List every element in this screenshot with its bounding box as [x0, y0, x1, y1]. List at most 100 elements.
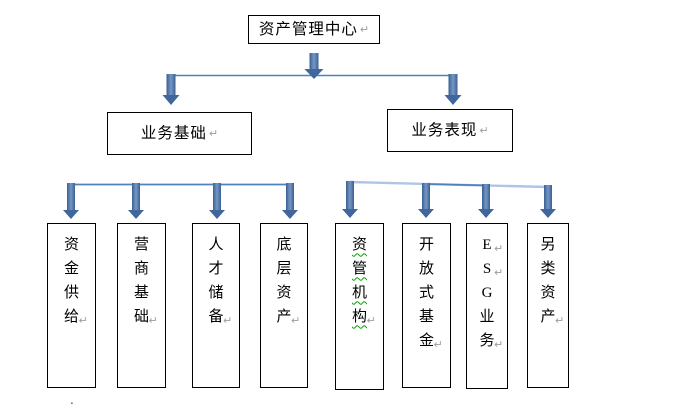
vertical-char: 产 — [540, 308, 556, 325]
vertical-text-row: 营 — [118, 233, 165, 257]
vertical-text-row: 开 — [403, 233, 450, 257]
down-arrow-connector[interactable] — [478, 184, 494, 218]
vertical-char: 金 — [63, 260, 79, 277]
root-box-asset-management-center[interactable]: 资产管理中心↵ — [248, 15, 380, 44]
vertical-char: 层 — [276, 260, 292, 277]
paragraph-mark-icon: ↵ — [78, 314, 88, 327]
vertical-char: 金 — [418, 332, 434, 349]
vertical-text-row: 式 — [403, 281, 450, 305]
vertical-char: 开 — [418, 236, 434, 253]
vertical-text-row: 础↵ — [118, 305, 165, 329]
level3-box-talent-reserve[interactable]: 人才储备↵ — [192, 223, 240, 388]
down-arrow-connector[interactable] — [128, 183, 144, 219]
vertical-char: E — [482, 236, 492, 253]
paragraph-mark-icon: ↵ — [494, 338, 504, 351]
down-arrow-connector[interactable] — [162, 74, 180, 105]
stray-period-mark: . — [70, 393, 74, 407]
vertical-text-row: 类 — [528, 257, 568, 281]
vertical-char: S — [482, 260, 492, 277]
vertical-char: 构 — [351, 308, 367, 325]
vertical-char: 管 — [351, 260, 367, 277]
level3-box-business-environment-foundation[interactable]: 营商基础↵ — [117, 223, 166, 388]
vertical-text-row: 机 — [336, 281, 383, 305]
paragraph-mark-icon: ↵ — [291, 314, 301, 327]
vertical-text-row: 产↵ — [261, 305, 307, 329]
vertical-text-row: 人 — [193, 233, 239, 257]
paragraph-mark-icon: ↵ — [359, 23, 370, 36]
vertical-text-row: E↵ — [467, 233, 507, 257]
vertical-char: 营 — [133, 236, 149, 253]
vertical-char: 给 — [63, 308, 79, 325]
vertical-char: 基 — [133, 284, 149, 301]
vertical-char: 资 — [540, 284, 556, 301]
vertical-text-row: 基 — [118, 281, 165, 305]
vertical-char: 资 — [276, 284, 292, 301]
down-arrow-connector[interactable] — [540, 185, 556, 218]
vertical-text-row: 商 — [118, 257, 165, 281]
vertical-text-row: 储 — [193, 281, 239, 305]
vertical-text-row: 管 — [336, 257, 383, 281]
vertical-char: 才 — [208, 260, 224, 277]
vertical-char: 储 — [208, 284, 224, 301]
paragraph-mark-icon: ↵ — [555, 314, 565, 327]
down-arrow-connector[interactable] — [342, 181, 358, 218]
vertical-char: 产 — [276, 308, 292, 325]
vertical-char: 放 — [418, 260, 434, 277]
vertical-char: 底 — [276, 236, 292, 253]
vertical-text-row: 放 — [403, 257, 450, 281]
vertical-text-row: 供 — [48, 281, 95, 305]
vertical-char: 资 — [63, 236, 79, 253]
level2-box-business-foundation[interactable]: 业务基础↵ — [107, 112, 252, 155]
vertical-text-row: 业 — [467, 305, 507, 329]
level2-box-label: 业务基础 — [140, 124, 207, 142]
level3-box-alternative-assets[interactable]: 另类资产↵ — [527, 223, 569, 388]
paragraph-mark-icon: ↵ — [479, 124, 489, 137]
vertical-char: 基 — [418, 308, 434, 325]
vertical-text-row: 资 — [261, 281, 307, 305]
vertical-text-row: 层 — [261, 257, 307, 281]
down-arrow-connector[interactable] — [209, 183, 225, 219]
vertical-text-row: 才 — [193, 257, 239, 281]
vertical-text-row: S↵ — [467, 257, 507, 281]
paragraph-mark-icon: ↵ — [208, 127, 219, 140]
vertical-text-row: 金↵ — [403, 329, 450, 353]
level3-box-capital-supply[interactable]: 资金供给↵ — [47, 223, 96, 388]
down-arrow-connector[interactable] — [63, 183, 79, 219]
vertical-char: 务 — [479, 332, 495, 349]
level3-box-open-end-funds[interactable]: 开放式基金↵ — [402, 223, 451, 388]
down-arrow-connector[interactable] — [304, 53, 324, 79]
vertical-char: 供 — [63, 284, 79, 301]
paragraph-mark-icon: ↵ — [494, 266, 504, 279]
vertical-char: 式 — [418, 284, 434, 301]
level2-box-label: 业务表现 — [411, 121, 478, 139]
vertical-char: 类 — [540, 260, 556, 277]
down-arrow-connector[interactable] — [282, 183, 298, 219]
vertical-char: 人 — [208, 236, 224, 253]
vertical-char: G — [481, 284, 493, 301]
level3-box-underlying-assets[interactable]: 底层资产↵ — [260, 223, 308, 388]
down-arrow-connector[interactable] — [444, 74, 462, 105]
paragraph-mark-icon: ↵ — [494, 242, 504, 255]
vertical-text-row: 资 — [528, 281, 568, 305]
paragraph-mark-icon: ↵ — [223, 314, 233, 327]
vertical-text-row: 资 — [336, 233, 383, 257]
vertical-text-row: 构↵ — [336, 305, 383, 329]
root-box-label: 资产管理中心 — [258, 20, 358, 38]
vertical-text-row: 另 — [528, 233, 568, 257]
paragraph-mark-icon: ↵ — [148, 314, 158, 327]
vertical-text-row: 资 — [48, 233, 95, 257]
vertical-text-row: 产↵ — [528, 305, 568, 329]
level2-box-business-performance[interactable]: 业务表现↵ — [387, 109, 513, 152]
vertical-text-row: G — [467, 281, 507, 305]
vertical-text-row: 给↵ — [48, 305, 95, 329]
vertical-text-row: 金 — [48, 257, 95, 281]
down-arrow-connector[interactable] — [418, 183, 434, 218]
vertical-char: 机 — [351, 284, 367, 301]
level3-box-asset-management-institutions[interactable]: 资管机构↵ — [335, 223, 384, 390]
vertical-char: 备 — [208, 308, 224, 325]
vertical-char: 础 — [133, 308, 149, 325]
vertical-text-row: 底 — [261, 233, 307, 257]
